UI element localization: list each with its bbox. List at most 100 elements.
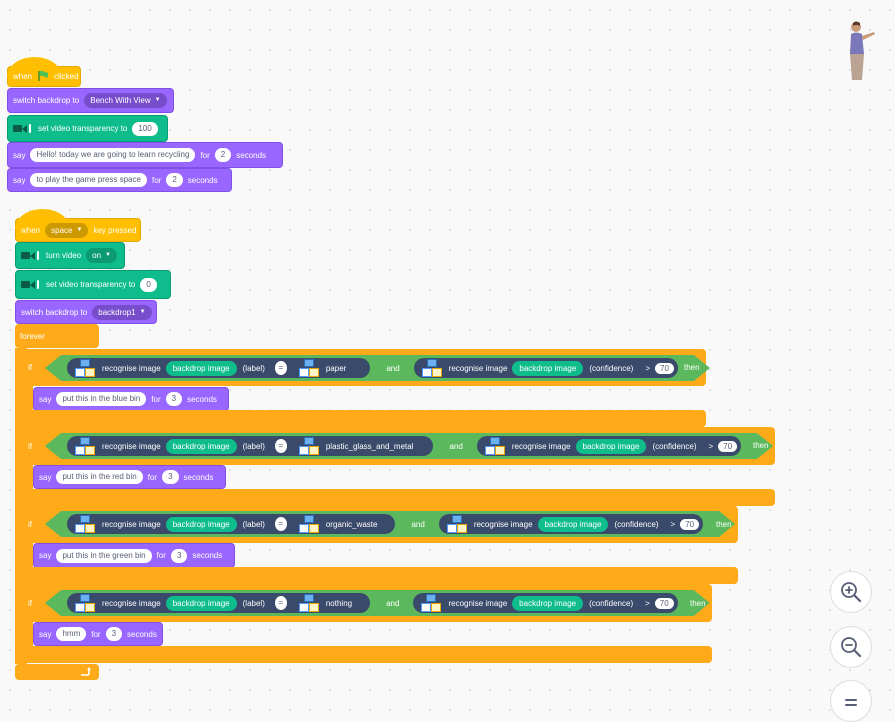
say-label: say [39,551,52,560]
category-reporter[interactable]: paper [295,358,366,378]
set-video-transparency-block[interactable]: set video transparency to 100 [7,115,168,142]
category-value: nothing [325,598,353,608]
say-seconds-input[interactable]: 3 [170,548,188,563]
category-reporter[interactable]: nothing [295,593,366,613]
recognise-image-confidence-reporter[interactable]: recognise image backdrop image (confiden… [443,514,665,534]
switch-backdrop-block[interactable]: switch backdrop to Bench With View▼ [7,88,174,113]
if-label: if [28,598,32,608]
label-equals-condition[interactable]: recognise image backdrop image (label) =… [67,593,370,613]
image-source-dropdown[interactable]: backdrop image [166,439,237,454]
label-attr: (label) [242,598,265,608]
category-value: plastic_glass_and_metal [325,441,414,451]
confidence-greater-condition[interactable]: recognise image backdrop image (confiden… [477,436,741,456]
key-dropdown[interactable]: space▼ [45,222,89,238]
and-condition-4[interactable]: recognise image backdrop image (label) =… [45,590,710,616]
ml-extension-icon [484,437,506,455]
say-text-input[interactable]: put this in the red bin [56,470,143,484]
say-label: say [13,175,26,185]
video-camera-icon [21,251,39,260]
seconds-label: seconds [236,150,267,160]
forever-label: forever [20,331,45,341]
if-block-1-bottom [23,410,706,427]
recognise-image-label: recognise image [102,441,161,451]
image-source-dropdown[interactable]: backdrop image [166,361,237,376]
say-text-input[interactable]: Hello! today we are going to learn recyc… [30,148,196,162]
recognise-image-confidence-reporter[interactable]: recognise image backdrop image (confiden… [481,436,703,456]
recognise-image-label-reporter[interactable]: recognise image backdrop image (label) [71,514,271,534]
recognise-image-label: recognise image [448,363,508,373]
for-label: for [147,472,158,482]
if-block-1-arm [23,386,33,410]
chevron-down-icon: ▼ [154,97,161,103]
zoom-reset-button[interactable] [830,680,872,722]
zoom-out-button[interactable] [830,626,872,668]
say-text-input[interactable]: to play the game press space [30,173,147,187]
say-seconds-input[interactable]: 3 [165,392,183,406]
seconds-label: seconds [127,629,157,639]
say-seconds-input[interactable]: 2 [214,148,232,162]
confidence-greater-condition[interactable]: recognise image backdrop image (confiden… [439,514,703,534]
video-state-dropdown[interactable]: on▼ [86,248,117,263]
threshold-input[interactable]: 70 [718,441,737,452]
category-value: organic_waste [325,519,378,529]
say-block[interactable]: say hmm for 3 seconds [33,622,163,646]
backdrop-dropdown[interactable]: backdrop1▼ [92,304,152,320]
recognise-image-confidence-reporter[interactable]: recognise image backdrop image (confiden… [418,358,640,378]
switch-backdrop-block[interactable]: switch backdrop to backdrop1▼ [15,300,157,324]
ml-extension-icon [298,437,320,455]
greater-than-operator: > [670,519,676,529]
say-block[interactable]: say put this in the blue bin for 3 secon… [33,387,229,411]
label-equals-condition[interactable]: recognise image backdrop image (label) =… [67,358,370,378]
say-text-input[interactable]: hmm [56,627,87,641]
say-text-input[interactable]: put this in the blue bin [56,392,147,406]
image-source-dropdown[interactable]: backdrop image [512,361,583,376]
category-reporter[interactable]: plastic_glass_and_metal [295,436,430,456]
image-source-dropdown[interactable]: backdrop image [512,596,583,611]
image-source-dropdown[interactable]: backdrop image [166,596,237,611]
backdrop-dropdown[interactable]: Bench With View▼ [84,93,167,108]
say-block-2[interactable]: say to play the game press space for 2 s… [7,168,232,192]
video-camera-icon [21,280,39,289]
transparency-input[interactable]: 0 [140,277,157,292]
zoom-in-button[interactable] [830,571,872,613]
recognise-image-label-reporter[interactable]: recognise image backdrop image (label) [71,593,271,613]
label-equals-condition[interactable]: recognise image backdrop image (label) =… [67,514,395,534]
say-block[interactable]: say put this in the green bin for 3 seco… [33,543,235,568]
and-operator: and [386,598,400,608]
confidence-greater-condition[interactable]: recognise image backdrop image (confiden… [413,593,677,613]
threshold-input[interactable]: 70 [655,598,674,609]
threshold-input[interactable]: 70 [655,363,674,374]
confidence-greater-condition[interactable]: recognise image backdrop image (confiden… [414,358,678,378]
when-flag-clicked-block[interactable]: when clicked [7,57,81,87]
say-seconds-input[interactable]: 3 [162,470,179,484]
and-condition-1[interactable]: recognise image backdrop image (label) =… [45,355,710,381]
set-transparency-label: set video transparency to [46,280,136,289]
then-label: then [716,520,732,529]
and-condition-3[interactable]: recognise image backdrop image (label) =… [45,511,735,537]
and-operator: and [411,519,425,529]
and-condition-2[interactable]: recognise image backdrop image (label) =… [45,433,773,459]
say-seconds-input[interactable]: 2 [166,173,183,187]
set-video-transparency-block[interactable]: set video transparency to 0 [15,270,171,299]
ml-extension-icon [298,515,320,533]
then-label: then [690,599,706,608]
label-equals-condition[interactable]: recognise image backdrop image (label) =… [67,436,433,456]
image-source-dropdown[interactable]: backdrop image [538,517,609,532]
label-attr: (label) [242,519,265,529]
say-seconds-input[interactable]: 3 [105,627,123,641]
recognise-image-confidence-reporter[interactable]: recognise image backdrop image (confiden… [417,593,639,613]
say-block-1[interactable]: say Hello! today we are going to learn r… [7,142,283,168]
transparency-input[interactable]: 100 [132,121,158,136]
recognise-image-label-reporter[interactable]: recognise image backdrop image (label) [71,436,271,456]
turn-video-block[interactable]: turn video on▼ [15,242,125,269]
when-label: when [13,72,33,81]
recognise-image-label-reporter[interactable]: recognise image backdrop image (label) [71,358,271,378]
say-block[interactable]: say put this in the red bin for 3 second… [33,465,226,489]
image-source-dropdown[interactable]: backdrop image [166,517,237,532]
threshold-input[interactable]: 70 [680,519,699,530]
image-source-dropdown[interactable]: backdrop image [576,439,647,454]
say-text-input[interactable]: put this in the green bin [56,548,152,563]
when-key-pressed-block[interactable]: when space▼ key pressed [15,209,141,242]
category-reporter[interactable]: organic_waste [295,514,392,534]
forever-block[interactable]: forever [15,324,99,348]
